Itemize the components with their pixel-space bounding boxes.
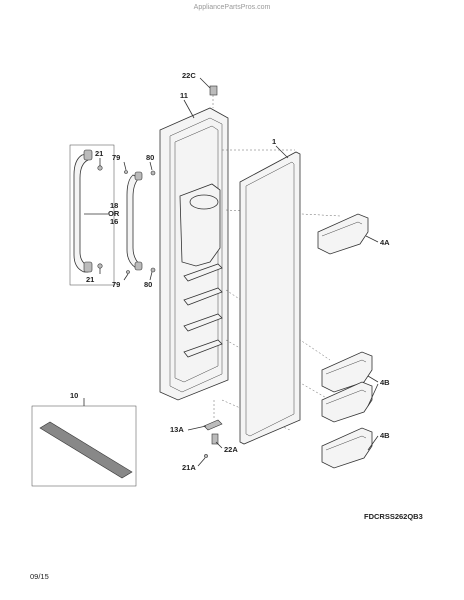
callout-4b-first: 4B [380,378,390,387]
callout-16: 16 [110,217,118,226]
model-code: FDCRSS262QB3 [364,512,423,521]
callout-10: 10 [70,391,78,400]
callout-11: 11 [180,91,188,100]
screw-21a [204,454,208,458]
hinge-pin-22c [209,85,218,108]
door-bin-4b-3 [321,427,373,469]
door-gasket [239,151,301,445]
watermark-text: AppliancePartsPros.com [193,4,271,11]
callout-80-bottom: 80 [144,280,152,289]
door-handle-part [73,153,89,273]
callout-or: OR [108,209,120,218]
callout-4b-second: 4B [380,431,390,440]
screw-80-top [150,170,156,176]
callout-4a: 4A [380,238,390,247]
handle-detail-box [69,144,115,286]
hinge-bushing-22a [211,433,219,445]
screw-21-bottom [97,263,103,269]
screw-80-bottom [150,267,156,273]
handle-bottom-mount [83,261,93,273]
callout-labels: 22C 11 1 21 21 79 79 80 80 18 OR 16 4A 4… [70,71,390,472]
bottom-hinge-group [203,400,223,458]
callout-13a: 13A [170,425,184,434]
door-bin-4a [317,213,369,255]
callout-21a: 21A [182,463,196,472]
leader-lines [99,77,379,467]
handle-trim-part [126,174,141,269]
callout-79-top: 79 [112,153,120,162]
callout-21-bottom: 21 [86,275,94,284]
seal-strip-group [31,398,137,487]
callout-79-bottom: 79 [112,280,120,289]
handle-group [69,144,115,286]
door-liner-assembly [159,107,341,431]
hinge-bracket-13a [203,419,223,431]
handle-trim-group [124,170,156,274]
callout-22a: 22A [224,445,238,454]
handle-top-mount [83,149,93,161]
callout-1: 1 [272,137,276,146]
screw-79-bottom [126,270,130,274]
screw-21-top [97,165,103,171]
date-code: 09/15 [30,572,49,581]
callout-21-top: 21 [95,149,103,158]
callout-22c: 22C [182,71,196,80]
callout-18: 18 [110,201,118,210]
screw-79-top [124,170,128,174]
callout-80-top: 80 [146,153,154,162]
